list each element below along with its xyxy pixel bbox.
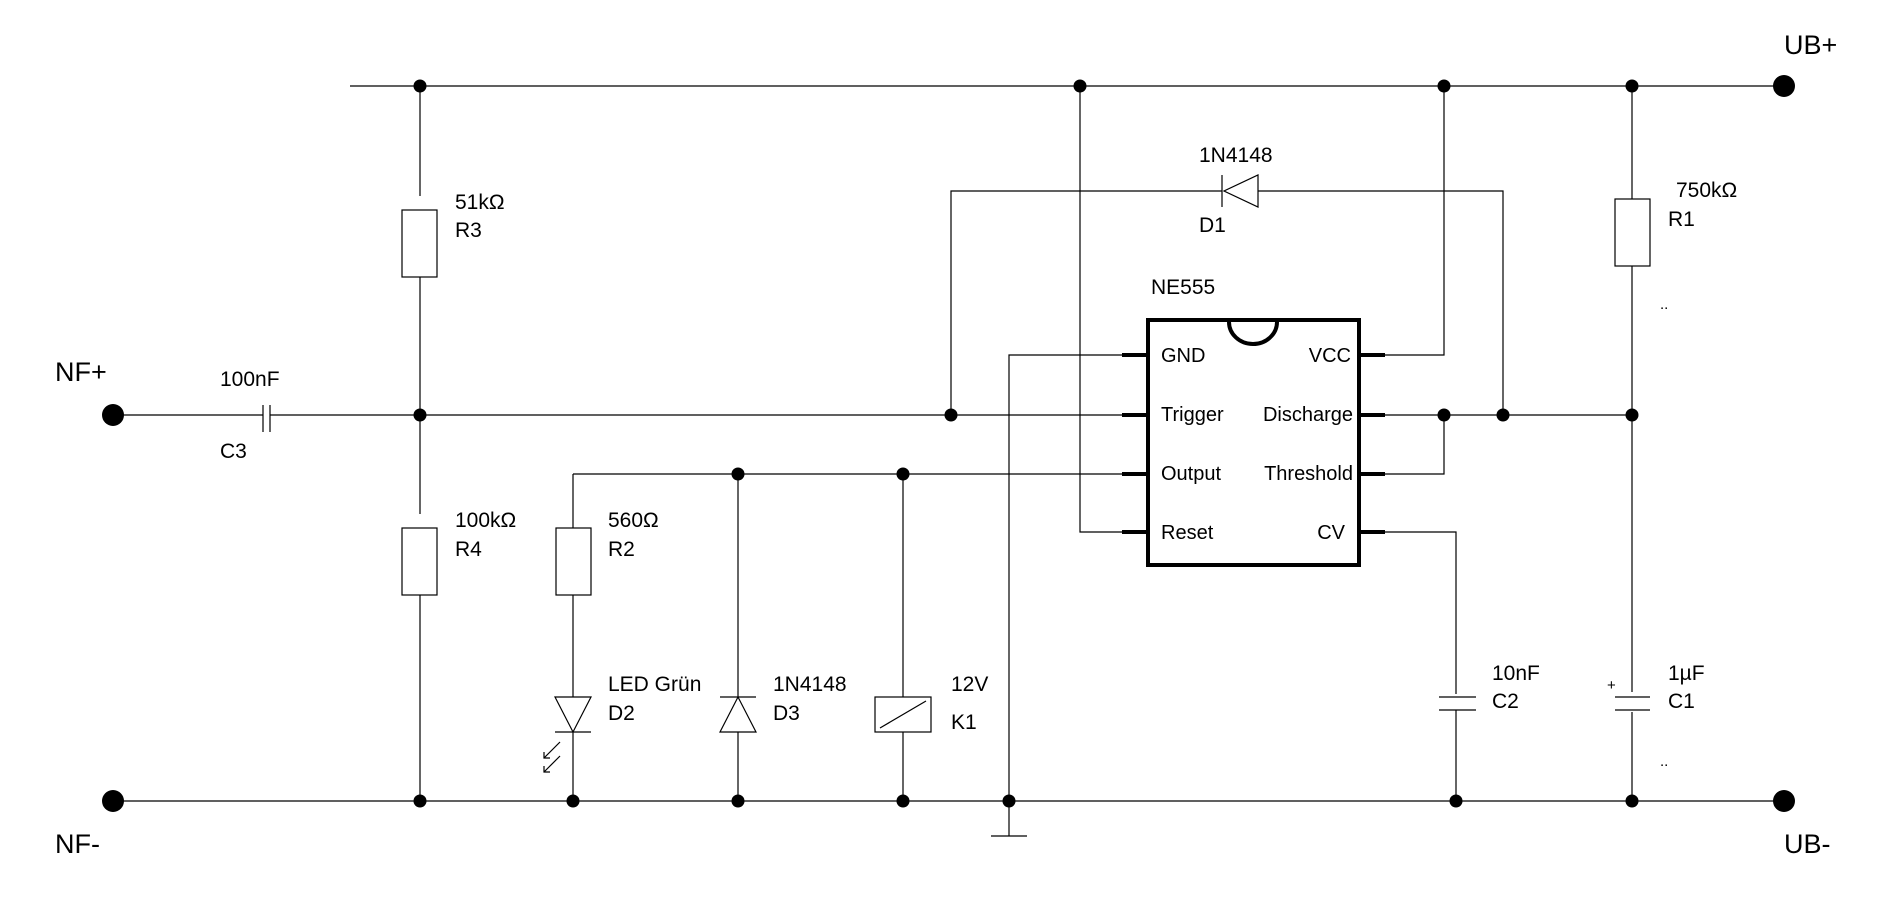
d3-triangle <box>719 695 757 733</box>
capacitor-c3: 100nF C3 <box>220 368 303 463</box>
c2-ref: C2 <box>1492 690 1519 713</box>
capacitor-c1: + 1µF C1 .. <box>1607 662 1705 770</box>
c3-ref: C3 <box>220 440 247 463</box>
gnd-wire <box>1008 354 1128 836</box>
junction-dot <box>944 408 958 422</box>
pin-discharge-label: Discharge <box>1263 404 1353 426</box>
junction-dot <box>413 794 427 808</box>
junction-dot <box>1002 794 1016 808</box>
d1-triangle <box>1222 174 1259 208</box>
c2-value: 10nF <box>1492 662 1540 685</box>
nf-plus-label: NF+ <box>55 357 107 387</box>
c1-note: .. <box>1660 753 1668 770</box>
ic-notch <box>1227 321 1279 346</box>
resistor-r4: 100kΩ R4 <box>401 509 516 596</box>
d1-right-wire <box>1258 190 1504 415</box>
pin-threshold-label: Threshold <box>1264 463 1353 485</box>
d2-ref: D2 <box>608 702 635 725</box>
d1-left-wire <box>950 190 1222 415</box>
junction-dot <box>896 794 910 808</box>
ne555-ic: NE555 GND Trigger Output Reset VCC Disch… <box>1122 276 1385 567</box>
junction-dot <box>1073 79 1087 93</box>
r3-ref: R3 <box>455 219 482 242</box>
junctions <box>413 79 1639 808</box>
junction-dot <box>1625 794 1639 808</box>
led-emission-arrows-icon <box>543 741 561 773</box>
r2-value: 560Ω <box>608 509 659 532</box>
r4-value: 100kΩ <box>455 509 516 532</box>
d2-value: LED Grün <box>608 673 701 696</box>
reset-wire <box>1079 86 1128 533</box>
junction-dot <box>731 794 745 808</box>
nf-minus-label: NF- <box>55 829 100 859</box>
relay-k1: 12V K1 <box>874 673 988 734</box>
junction-dot <box>731 467 745 481</box>
ic-name-label: NE555 <box>1151 276 1215 299</box>
d3-ref: D3 <box>773 702 800 725</box>
r3-body <box>401 209 438 278</box>
diode-d2-led: LED Grün D2 <box>543 673 701 773</box>
diode-d1: 1N4148 D1 <box>1199 144 1273 237</box>
terminals: NF+ NF- UB+ UB- <box>55 30 1837 859</box>
c3-value: 100nF <box>220 368 280 391</box>
wires <box>113 85 1784 837</box>
vcc-wire <box>1385 86 1445 356</box>
pin-vcc-label: VCC <box>1309 345 1351 367</box>
cv-wire <box>1385 531 1457 694</box>
r4-body <box>401 527 438 596</box>
pin-reset-label: Reset <box>1161 522 1214 544</box>
c1-polarity: + <box>1607 677 1616 694</box>
junction-dot <box>1496 408 1510 422</box>
r2-body <box>555 527 592 596</box>
k1-value: 12V <box>951 673 988 696</box>
pin-output-label: Output <box>1161 463 1221 485</box>
junction-dot <box>566 794 580 808</box>
junction-dot <box>896 467 910 481</box>
k1-ref: K1 <box>951 711 977 734</box>
nf-plus-terminal <box>102 404 124 426</box>
c1-ref: C1 <box>1668 690 1695 713</box>
r1-ref: R1 <box>1668 208 1695 231</box>
r4-ref: R4 <box>455 538 482 561</box>
pin-gnd-label: GND <box>1161 345 1205 367</box>
ub-minus-label: UB- <box>1784 829 1831 859</box>
d3-value: 1N4148 <box>773 673 847 696</box>
k1-coil-slash <box>879 700 927 729</box>
r1-note: .. <box>1660 296 1668 313</box>
ub-plus-label: UB+ <box>1784 30 1837 60</box>
junction-dot <box>1625 408 1639 422</box>
c1-value: 1µF <box>1668 662 1705 685</box>
junction-dot <box>1437 408 1451 422</box>
junction-dot <box>413 408 427 422</box>
resistor-r3: 51kΩ R3 <box>401 191 505 278</box>
pin-cv-label: CV <box>1317 522 1345 544</box>
junction-dot <box>1437 79 1451 93</box>
d1-value: 1N4148 <box>1199 144 1273 167</box>
r1-body <box>1614 198 1651 267</box>
r1-value: 750kΩ <box>1676 179 1737 202</box>
capacitor-c2: 10nF C2 <box>1439 662 1540 713</box>
d2-triangle <box>554 696 592 734</box>
junction-dot <box>1449 794 1463 808</box>
diode-d3: 1N4148 D3 <box>719 673 847 733</box>
threshold-wire <box>1385 415 1445 475</box>
d1-ref: D1 <box>1199 214 1226 237</box>
ub-plus-terminal <box>1773 75 1795 97</box>
nf-minus-terminal <box>102 790 124 812</box>
pin-trigger-label: Trigger <box>1161 404 1224 426</box>
junction-dot <box>413 79 427 93</box>
ub-minus-terminal <box>1773 790 1795 812</box>
r2-ref: R2 <box>608 538 635 561</box>
r3-value: 51kΩ <box>455 191 505 214</box>
ic-body <box>1146 318 1361 567</box>
junction-dot <box>1625 79 1639 93</box>
resistor-r1: 750kΩ R1 .. <box>1614 179 1737 313</box>
resistor-r2: 560Ω R2 <box>555 509 659 596</box>
